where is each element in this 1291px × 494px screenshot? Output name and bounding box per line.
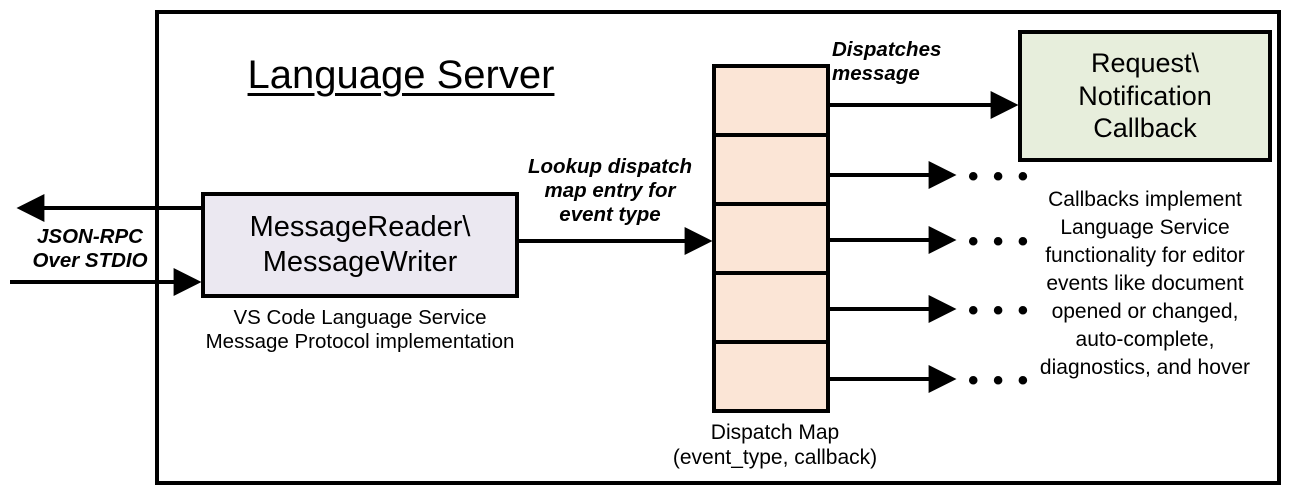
- ellipsis-row-4: • • •: [968, 294, 1032, 327]
- dispatch-map-caption: Dispatch Map (event_type, callback): [672, 421, 878, 469]
- message-reader-writer-label: MessageReader\ MessageWriter: [249, 210, 471, 278]
- dispatch-map-table[interactable]: [712, 64, 830, 413]
- jsonrpc-channel-label: JSON-RPC Over STDIO: [32, 225, 148, 273]
- ellipsis-row-5: • • •: [968, 364, 1032, 397]
- page-title: Language Server: [247, 53, 555, 97]
- dispatch-map-cell[interactable]: [716, 275, 826, 344]
- message-reader-writer-caption: VS Code Language Service Message Protoco…: [205, 306, 515, 354]
- dispatch-map-cell[interactable]: [716, 137, 826, 206]
- lookup-dispatch-label: Lookup dispatch map entry for event type: [528, 155, 692, 227]
- request-notification-callback-label: Request\ Notification Callback: [1078, 48, 1212, 144]
- dispatch-map-cell[interactable]: [716, 344, 826, 409]
- request-notification-callback-box[interactable]: Request\ Notification Callback: [1018, 30, 1272, 162]
- dispatch-map-cell[interactable]: [716, 68, 826, 137]
- dispatches-message-label: Dispatches message: [832, 38, 942, 86]
- language-server-boundary: [155, 10, 1281, 485]
- dispatch-map-cell[interactable]: [716, 206, 826, 275]
- ellipsis-row-2: • • •: [968, 160, 1032, 193]
- ellipsis-row-3: • • •: [968, 225, 1032, 258]
- callback-description: Callbacks implement Language Service fun…: [1039, 188, 1251, 379]
- message-reader-writer-box[interactable]: MessageReader\ MessageWriter: [201, 192, 519, 298]
